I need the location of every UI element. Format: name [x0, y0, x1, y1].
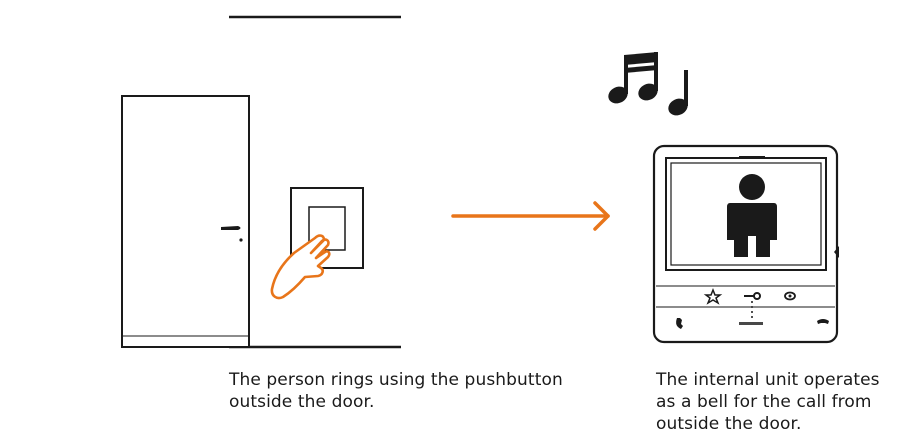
door-scene: [121, 15, 401, 349]
eye-icon[interactable]: [784, 291, 796, 301]
video-intercom-icon: [652, 144, 839, 344]
microphone-dots: [751, 301, 753, 318]
mute-bell-icon: [834, 246, 839, 258]
door-key-icon[interactable]: [744, 292, 761, 300]
door-icon: [121, 95, 250, 348]
favorite-star-icon[interactable]: [703, 287, 723, 305]
door-scene-caption: The person rings using the pushbutton ou…: [229, 370, 563, 412]
handset-hangup-icon[interactable]: [817, 319, 829, 324]
arrow-right-icon: [451, 201, 610, 231]
person-silhouette-icon: [727, 174, 777, 257]
music-notes-icon: [608, 52, 688, 116]
bticino-logo: [739, 322, 763, 325]
intercom-caption: The internal unit operates as a bell for…: [656, 370, 880, 434]
handset-answer-icon[interactable]: [676, 318, 683, 329]
pointing-hand-icon: [270, 234, 331, 300]
